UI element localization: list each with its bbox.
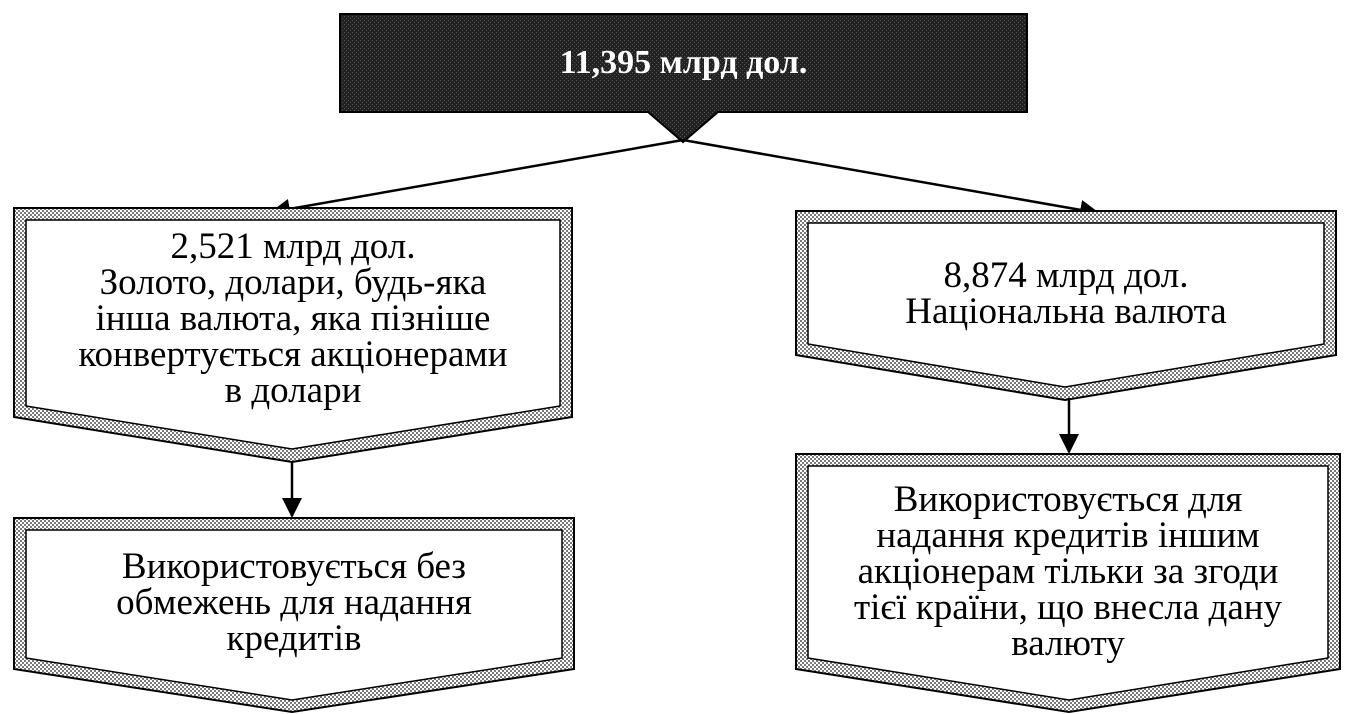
left-use-label: Використовується без обмежень для наданн…	[26, 546, 562, 659]
left-source-line-2: інша валюта, яка пізніше	[95, 298, 491, 339]
left-source-line-1: Золото, долари, будь-яка	[99, 262, 487, 303]
root-node	[339, 13, 1028, 144]
right-use-label: Використовується для надання кредитів ін…	[808, 479, 1328, 664]
right-use-line-0: Використовується для	[893, 479, 1243, 520]
left-source-line-3: конвертується акціонерами	[78, 334, 508, 375]
left-use-node	[13, 517, 575, 714]
root-amount: 11,395 млрд дол.	[559, 44, 808, 81]
right-use-line-4: валюту	[1011, 623, 1125, 664]
right-source-label: 8,874 млрд дол. Національна валюта	[808, 255, 1324, 332]
root-node-shape	[339, 13, 1028, 144]
left-source-label: 2,521 млрд дол. Золото, долари, будь-яка…	[26, 226, 560, 411]
right-source-line-1: Національна валюта	[905, 291, 1227, 332]
connector-root-left	[270, 138, 684, 219]
connector-root-right	[682, 138, 1100, 220]
left-use-line-0: Використовується без	[121, 546, 467, 587]
left-use-line-1: обмежень для надання	[116, 582, 472, 623]
right-use-line-2: акціонерам тільки за згоди	[857, 551, 1279, 592]
left-use-line-2: кредитів	[226, 618, 362, 659]
right-use-node	[795, 453, 1341, 714]
root-label: 11,395 млрд дол.	[340, 43, 1027, 83]
left-source-node	[13, 207, 573, 464]
right-source-amount: 8,874 млрд дол.	[943, 255, 1189, 296]
right-source-node	[795, 210, 1337, 402]
left-source-amount: 2,521 млрд дол.	[170, 226, 416, 267]
right-use-line-3: тієї країни, що внесла дану	[853, 587, 1283, 628]
right-use-line-1: надання кредитів іншим	[876, 515, 1260, 556]
left-source-line-4: в долари	[224, 370, 362, 411]
